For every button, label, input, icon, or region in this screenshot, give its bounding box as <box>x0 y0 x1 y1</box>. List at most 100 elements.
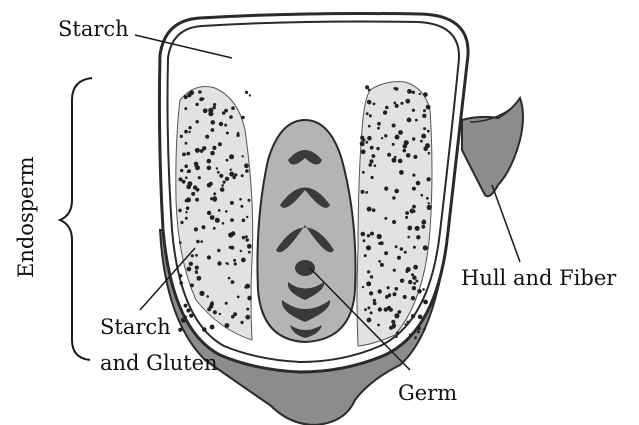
gluten-dot <box>399 170 404 175</box>
gluten-dot <box>219 313 221 315</box>
gluten-dot <box>217 261 221 265</box>
gluten-dot <box>222 111 226 115</box>
gluten-dot <box>208 108 213 113</box>
gluten-dot <box>361 232 366 237</box>
gluten-dot <box>215 218 220 223</box>
gluten-dot <box>372 154 376 158</box>
gluten-dot <box>185 217 188 220</box>
gluten-dot <box>196 120 199 123</box>
gluten-dot <box>184 130 188 134</box>
gluten-dot <box>417 330 420 333</box>
gluten-dot <box>223 181 226 184</box>
gluten-dot <box>423 245 428 250</box>
gluten-dot <box>366 112 369 115</box>
gluten-dot <box>224 124 227 127</box>
gluten-dot <box>395 104 399 108</box>
gluten-dot <box>367 100 372 105</box>
gluten-dot <box>195 254 198 257</box>
gluten-dot <box>399 159 402 162</box>
gluten-dot <box>392 124 396 128</box>
gluten-dot <box>403 149 407 153</box>
gluten-dot <box>230 201 234 205</box>
gluten-dot <box>387 286 390 289</box>
label-endosperm: Endosperm <box>14 156 38 278</box>
gluten-dot <box>365 191 368 194</box>
gluten-dot <box>186 206 190 210</box>
gluten-dot <box>185 211 187 213</box>
gluten-dot <box>367 207 372 212</box>
gluten-dot <box>395 245 398 248</box>
gluten-dot <box>367 318 372 323</box>
gluten-dot <box>418 315 423 320</box>
gluten-dot <box>412 174 415 177</box>
gluten-dot <box>413 246 416 249</box>
gluten-dot <box>426 105 431 110</box>
gluten-dot <box>202 327 207 332</box>
gluten-dot <box>384 134 387 137</box>
gluten-dot <box>412 276 416 280</box>
gluten-dot <box>216 167 218 169</box>
gluten-dot <box>367 234 370 237</box>
gluten-dot <box>385 295 389 299</box>
gluten-dot <box>200 240 203 243</box>
gluten-dot <box>195 266 199 270</box>
hull-flap <box>462 98 523 196</box>
gluten-dot <box>234 262 237 265</box>
gluten-dot <box>205 135 209 139</box>
gluten-dot <box>218 209 221 212</box>
gluten-dot <box>370 232 374 236</box>
gluten-dot <box>411 314 415 318</box>
gluten-dot <box>423 92 428 97</box>
gluten-dot <box>405 323 408 326</box>
gluten-dot <box>225 262 227 264</box>
label-hull-fiber: Hull and Fiber <box>461 266 616 290</box>
gluten-dot <box>246 216 248 218</box>
gluten-dot <box>241 174 244 177</box>
gluten-dot <box>385 106 389 110</box>
gluten-dot <box>200 149 204 153</box>
gluten-dot <box>369 114 372 117</box>
gluten-dot <box>400 279 404 283</box>
gluten-dot <box>190 283 194 287</box>
gluten-dot <box>396 331 399 334</box>
gluten-dot <box>233 259 236 262</box>
gluten-dot <box>191 254 194 257</box>
gluten-dot <box>407 118 412 123</box>
gluten-dot <box>195 198 199 202</box>
gluten-dot <box>182 153 186 157</box>
gluten-dot <box>240 321 243 324</box>
gluten-dot <box>419 93 421 95</box>
gluten-dot <box>395 135 400 140</box>
gluten-dot <box>410 209 415 214</box>
gluten-dot <box>195 148 200 153</box>
gluten-dot <box>247 296 252 301</box>
gluten-dot <box>407 236 410 239</box>
gluten-dot <box>228 277 231 280</box>
gluten-dot <box>212 146 216 150</box>
gluten-dot <box>389 308 393 312</box>
gluten-dot <box>197 276 202 281</box>
gluten-dot <box>384 217 387 220</box>
gluten-dot <box>392 143 395 146</box>
gluten-dot <box>248 251 251 254</box>
gluten-dot <box>194 186 196 188</box>
gluten-dot <box>415 226 420 231</box>
gluten-dot <box>179 274 183 278</box>
gluten-dot <box>367 306 370 309</box>
gluten-dot <box>199 291 204 296</box>
gluten-dot <box>195 270 198 273</box>
gluten-dot <box>231 106 235 110</box>
gluten-dot <box>241 258 246 263</box>
gluten-dot <box>226 132 229 135</box>
gluten-dot <box>368 125 371 128</box>
gluten-dot <box>231 280 235 284</box>
gluten-dot <box>373 302 377 306</box>
gluten-dot <box>378 260 381 263</box>
gluten-dot <box>422 288 425 291</box>
gluten-dot <box>363 239 366 242</box>
gluten-dot <box>362 286 364 288</box>
gluten-dot <box>406 270 409 273</box>
gluten-dot <box>185 176 188 179</box>
gluten-dot <box>426 177 430 181</box>
